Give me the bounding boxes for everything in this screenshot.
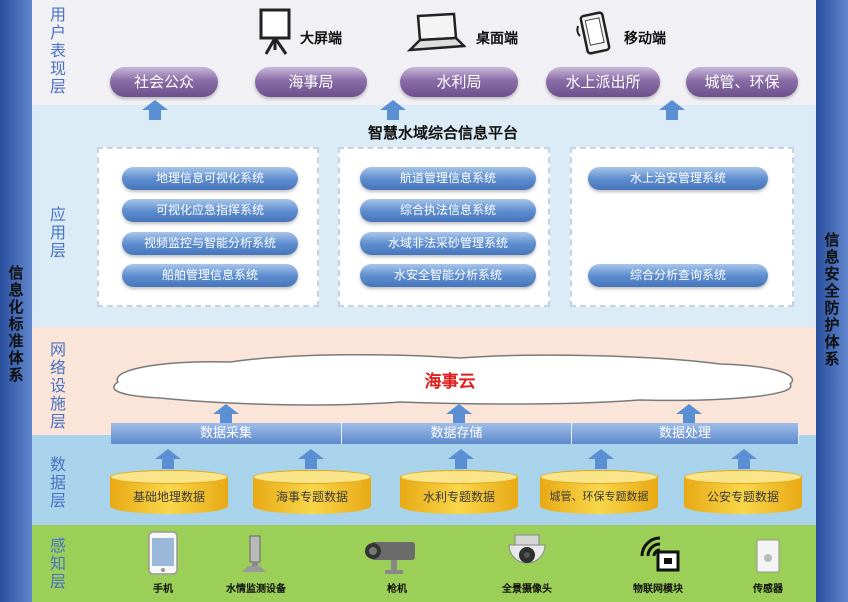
mobile-device-icon <box>576 11 611 55</box>
bullet-camera-icon <box>365 542 415 574</box>
cloud-icon <box>113 353 794 406</box>
device-phone-label: 手机 <box>153 584 173 595</box>
user-water-police: 水上派出所 <box>546 67 660 97</box>
database-water-resources: 水利专题数据 <box>400 470 518 514</box>
device-water-monitor-label: 水情监测设备 <box>226 584 286 595</box>
user-maritime-bureau: 海事局 <box>255 67 367 97</box>
device-iot-module-label: 物联网模块 <box>633 584 683 595</box>
dome-camera-icon <box>508 534 546 564</box>
endpoint-large-screen: 大屏端 <box>300 31 342 47</box>
platform-title: 智慧水域综合信息平台 <box>367 124 518 142</box>
database-maritime: 海事专题数据 <box>253 470 371 514</box>
arrow-up-icon <box>446 404 472 424</box>
arrow-up-icon <box>380 100 406 120</box>
system-illegal-sand-mining: 水域非法采砂管理系统 <box>360 232 536 255</box>
perception-layer-label: 感知层 <box>49 536 66 591</box>
database-public-security: 公安专题数据 <box>684 470 802 514</box>
cloud-label: 海事云 <box>424 372 476 392</box>
device-dome-camera-label: 全景摄像头 <box>502 584 552 595</box>
system-comprehensive-query: 综合分析查询系统 <box>588 264 768 287</box>
arrow-up-icon <box>448 449 474 469</box>
endpoint-desktop: 桌面端 <box>476 31 518 47</box>
security-system-label: 信 息 安 全 防 护 体 系 <box>824 231 840 368</box>
user-layer-label: 用户表现层 <box>49 5 66 96</box>
system-water-safety: 水安全智能分析系统 <box>360 264 536 287</box>
data-storage-bar: 数据存储 <box>342 423 572 444</box>
sensor-icon <box>756 539 780 573</box>
system-emergency-command: 可视化应急指挥系统 <box>122 199 298 222</box>
system-video-analysis: 视频监控与智能分析系统 <box>122 232 298 255</box>
standards-system-label: 信 息 化 标 准 体 系 <box>8 264 24 384</box>
arrow-up-icon <box>588 449 614 469</box>
system-channel-management: 航道管理信息系统 <box>360 167 536 190</box>
projector-screen-icon <box>259 8 291 55</box>
arrow-up-icon <box>142 100 168 120</box>
database-urban-environment: 城管、环保专题数据 <box>540 470 658 514</box>
user-public: 社会公众 <box>110 67 218 97</box>
arrow-up-icon <box>731 449 757 469</box>
system-water-security: 水上治安管理系统 <box>588 167 768 190</box>
endpoint-mobile: 移动端 <box>624 31 666 47</box>
device-bullet-camera-label: 枪机 <box>387 584 407 595</box>
standards-system-bar: 信 息 化 标 准 体 系 <box>0 0 32 602</box>
arrow-up-icon <box>298 449 324 469</box>
data-collection-bar: 数据采集 <box>111 423 342 444</box>
smartphone-icon <box>148 531 178 575</box>
user-water-bureau: 水利局 <box>400 67 518 97</box>
data-layer-label: 数据层 <box>49 455 66 510</box>
arrow-up-icon <box>155 449 181 469</box>
database-basic-geo: 基础地理数据 <box>110 470 228 514</box>
system-gis-visualization: 地理信息可视化系统 <box>122 167 298 190</box>
system-law-enforcement: 综合执法信息系统 <box>360 199 536 222</box>
arrow-up-icon <box>659 100 685 120</box>
data-processing-bar: 数据处理 <box>572 423 799 444</box>
laptop-icon <box>406 12 466 52</box>
system-ship-management: 船舶管理信息系统 <box>122 264 298 287</box>
application-layer-label: 应用层 <box>49 205 66 260</box>
iot-module-icon <box>640 536 680 572</box>
network-layer-label: 网络设施层 <box>49 340 66 431</box>
arrow-up-icon <box>676 404 702 424</box>
water-monitor-icon <box>242 535 266 572</box>
arrow-up-icon <box>213 404 239 424</box>
device-sensor-label: 传感器 <box>753 584 783 595</box>
user-urban-environment: 城管、环保 <box>686 67 798 97</box>
security-system-bar: 信 息 安 全 防 护 体 系 <box>816 0 848 602</box>
